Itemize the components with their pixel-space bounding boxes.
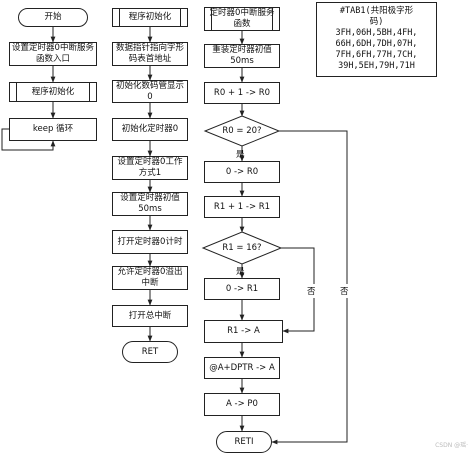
decision-r1-diamond: [201, 231, 283, 265]
a-to-p0-box: A -> P0: [204, 393, 280, 416]
init-timer-box: 初始化定时器0: [112, 118, 188, 141]
program-init-subroutine: 程序初始化: [9, 82, 97, 102]
r1-to-a-box: R1 -> A: [204, 320, 283, 343]
clear-r0-box: 0 -> R0: [204, 161, 280, 183]
reload-timer-box: 重装定时器初值50ms: [204, 44, 280, 68]
table-line: 66H,6DH,7DH,07H,: [335, 39, 418, 49]
increment-r0-box: R0 + 1 -> R0: [204, 82, 280, 104]
set-isr-entry-box: 设置定时器0中断服务函数入口: [9, 42, 97, 66]
movc-box: @A+DPTR -> A: [204, 357, 280, 379]
decision-r0-diamond: [203, 115, 281, 147]
reti-terminal: RETI: [216, 431, 272, 453]
clear-r1-box: 0 -> R1: [204, 278, 280, 300]
ret-terminal: RET: [122, 341, 178, 363]
init-display-box: 初始化数码管显示0: [112, 80, 188, 103]
yes-label-1: 是: [236, 150, 245, 160]
enable-global-interrupt-box: 打开总中断: [112, 305, 188, 327]
start-terminal: 开始: [18, 8, 88, 27]
table-line: 码): [369, 17, 384, 27]
table-line: 39H,5EH,79H,71H: [338, 61, 415, 71]
program-init-header: 程序初始化: [112, 8, 188, 27]
table-line: #TAB1(共阳极字形: [339, 6, 414, 16]
increment-r1-box: R1 + 1 -> R1: [204, 196, 280, 218]
set-timer-mode-box: 设置定时器0工作方式1: [112, 156, 188, 180]
decision-r0-label: R0 = 20?: [222, 126, 262, 136]
watermark: CSDN @瑶·: [435, 442, 468, 449]
allow-interrupt-box: 允许定时器0溢出中断: [112, 266, 188, 290]
pointer-to-table-box: 数据指针指向字形码表首地址: [112, 42, 188, 66]
table-line: 3FH,06H,5BH,4FH,: [335, 28, 418, 38]
table-line: 7FH,6FH,77H,7CH,: [335, 50, 418, 60]
no-label-2: 否: [307, 284, 316, 298]
no-label-1: 否: [340, 284, 349, 298]
yes-label-2: 是: [236, 267, 245, 277]
set-initial-value-box: 设置定时器初值50ms: [112, 192, 188, 216]
keep-loop-box: keep 循环: [9, 118, 97, 141]
start-timer-box: 打开定时器0计时: [112, 230, 188, 254]
isr-header: 定时器0中断服务函数: [204, 7, 280, 31]
segment-code-table: #TAB1(共阳极字形 码) 3FH,06H,5BH,4FH, 66H,6DH,…: [316, 2, 437, 77]
decision-r1-label: R1 = 16?: [222, 243, 262, 253]
